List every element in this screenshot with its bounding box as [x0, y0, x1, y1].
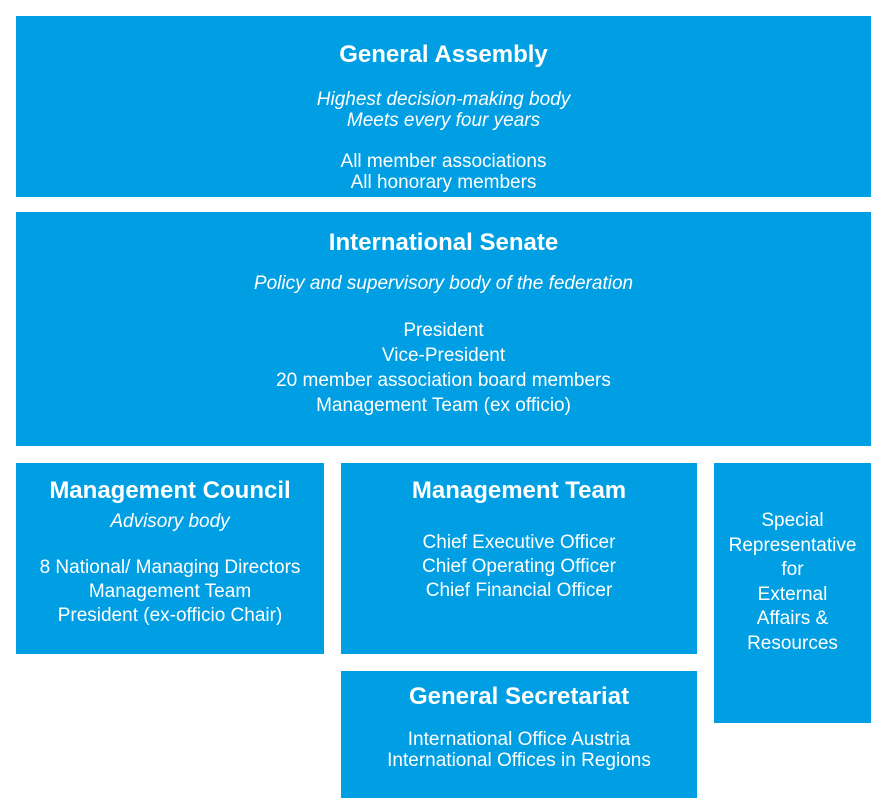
management-team-members: Chief Executive Officer Chief Operating … — [341, 531, 697, 603]
general-secretariat-box: General Secretariat International Office… — [341, 671, 697, 798]
general-assembly-member: All honorary members — [350, 172, 537, 193]
management-council-member: Management Team — [88, 581, 252, 602]
international-senate-members: President Vice-President 20 member assoc… — [16, 318, 871, 418]
management-council-title: Management Council — [49, 477, 291, 504]
management-team-box: Management Team Chief Executive Officer … — [341, 463, 697, 654]
international-senate-member: President — [403, 320, 484, 341]
international-senate-box: International Senate Policy and supervis… — [16, 212, 871, 446]
international-senate-member: Vice-President — [381, 345, 506, 366]
general-assembly-subtitle: Highest decision-making body Meets every… — [16, 89, 871, 131]
international-senate-member: 20 member association board members — [276, 370, 611, 391]
general-secretariat-members: International Office Austria Internation… — [341, 729, 697, 771]
general-secretariat-title: General Secretariat — [408, 683, 630, 710]
management-council-box: Management Council Advisory body 8 Natio… — [16, 463, 324, 654]
management-council-subtitle: Advisory body — [110, 511, 230, 532]
special-representative-box: Special Representative for External Affa… — [714, 463, 871, 723]
management-team-member: Chief Executive Officer — [422, 532, 616, 553]
management-council-member: President (ex-officio Chair) — [57, 605, 283, 626]
special-representative-line: for — [781, 559, 804, 580]
general-assembly-member: All member associations — [340, 151, 547, 172]
general-assembly-subtitle-line: Meets every four years — [346, 110, 541, 131]
management-council-member: 8 National/ Managing Directors — [39, 557, 301, 578]
management-team-title: Management Team — [411, 477, 627, 504]
general-assembly-members: All member associations All honorary mem… — [16, 151, 871, 193]
management-council-members: 8 National/ Managing Directors Managemen… — [16, 556, 324, 628]
international-senate-title: International Senate — [328, 229, 559, 256]
international-senate-member: Management Team (ex officio) — [316, 395, 571, 416]
general-secretariat-member: International Office Austria — [407, 729, 631, 750]
special-representative-line: External — [757, 583, 828, 605]
general-assembly-box: General Assembly Highest decision-making… — [16, 16, 871, 197]
management-team-member: Chief Financial Officer — [425, 580, 613, 601]
general-assembly-title: General Assembly — [339, 41, 548, 68]
general-secretariat-member: International Offices in Regions — [387, 750, 651, 771]
international-senate-subtitle: Policy and supervisory body of the feder… — [253, 273, 634, 294]
management-team-member: Chief Operating Officer — [422, 556, 616, 577]
general-assembly-subtitle-line: Highest decision-making body — [316, 89, 571, 110]
special-representative-line: Representative — [728, 534, 857, 556]
special-representative-line: Affairs & — [756, 608, 829, 629]
special-representative-line: Special — [761, 510, 824, 531]
special-representative-line: Resources — [747, 632, 838, 654]
